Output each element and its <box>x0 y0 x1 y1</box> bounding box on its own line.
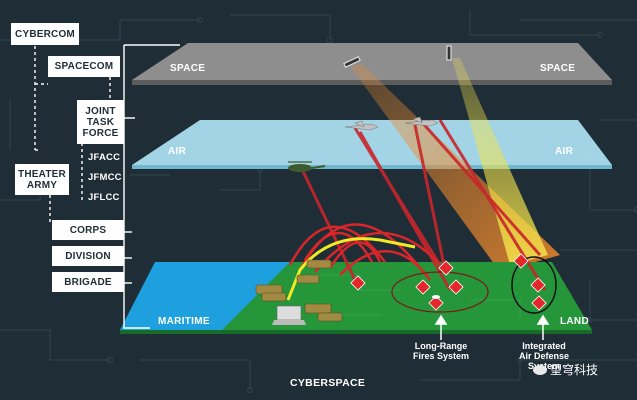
lrfs-range-ellipse <box>391 271 489 313</box>
theater-army-line-2: ARMY <box>26 179 58 191</box>
callout-arrows <box>434 314 550 340</box>
air-label-left: AIR <box>168 146 187 157</box>
corps-box: CORPS <box>52 220 124 240</box>
spacecom-box: SPACECOM <box>48 56 120 77</box>
jtf-line-3: FORCE <box>82 127 119 139</box>
theater-army-box: THEATER ARMY <box>15 164 69 195</box>
circuit-background <box>0 10 637 393</box>
jtf-line-1: JOINT <box>85 105 116 117</box>
satellite-beam-yellow <box>452 58 548 265</box>
laptop-icon <box>272 305 306 325</box>
jfacc-label: JFACC <box>88 152 121 163</box>
land-label: LAND <box>560 316 589 327</box>
helicopter-icon <box>288 161 326 172</box>
division-box: DIVISION <box>52 246 124 266</box>
cybercom-box: CYBERCOM <box>11 23 79 45</box>
space-label-left: SPACE <box>170 63 206 74</box>
lrfs-line-2: Fires System <box>412 351 470 361</box>
data-link-line <box>286 237 416 301</box>
theater-army-line-1: THEATER <box>18 168 66 180</box>
satellite-icon <box>343 45 452 68</box>
lrfs-line-1: Long-Range <box>414 341 468 351</box>
targets <box>350 253 547 311</box>
wechat-icon <box>533 364 547 375</box>
watermark: 望穹科技 <box>533 361 598 378</box>
space-label-right: SPACE <box>540 63 576 74</box>
maritime-label: MARITIME <box>158 316 210 327</box>
air-label-right: AIR <box>555 146 574 157</box>
jtf-line-2: TASK <box>86 116 115 128</box>
iads-range-ellipse <box>511 256 557 314</box>
watermark-text: 望穹科技 <box>550 363 599 377</box>
brigade-box: BRIGADE <box>52 272 124 292</box>
cyberspace-label: CYBERSPACE <box>290 377 366 389</box>
iads-line-1: Integrated <box>522 341 566 351</box>
jfmcc-label: JFMCC <box>88 172 122 183</box>
iads-line-2: Air Defense <box>518 351 570 361</box>
joint-task-force-box: JOINT TASK FORCE <box>77 100 124 144</box>
fighter-jets <box>344 116 439 131</box>
fires-arcs <box>288 223 446 281</box>
jflcc-label: JFLCC <box>88 192 120 203</box>
lrfs-callout: Long-Range Fires System <box>405 341 477 361</box>
hierarchy-connectors <box>34 44 180 329</box>
armored-units <box>255 259 343 322</box>
